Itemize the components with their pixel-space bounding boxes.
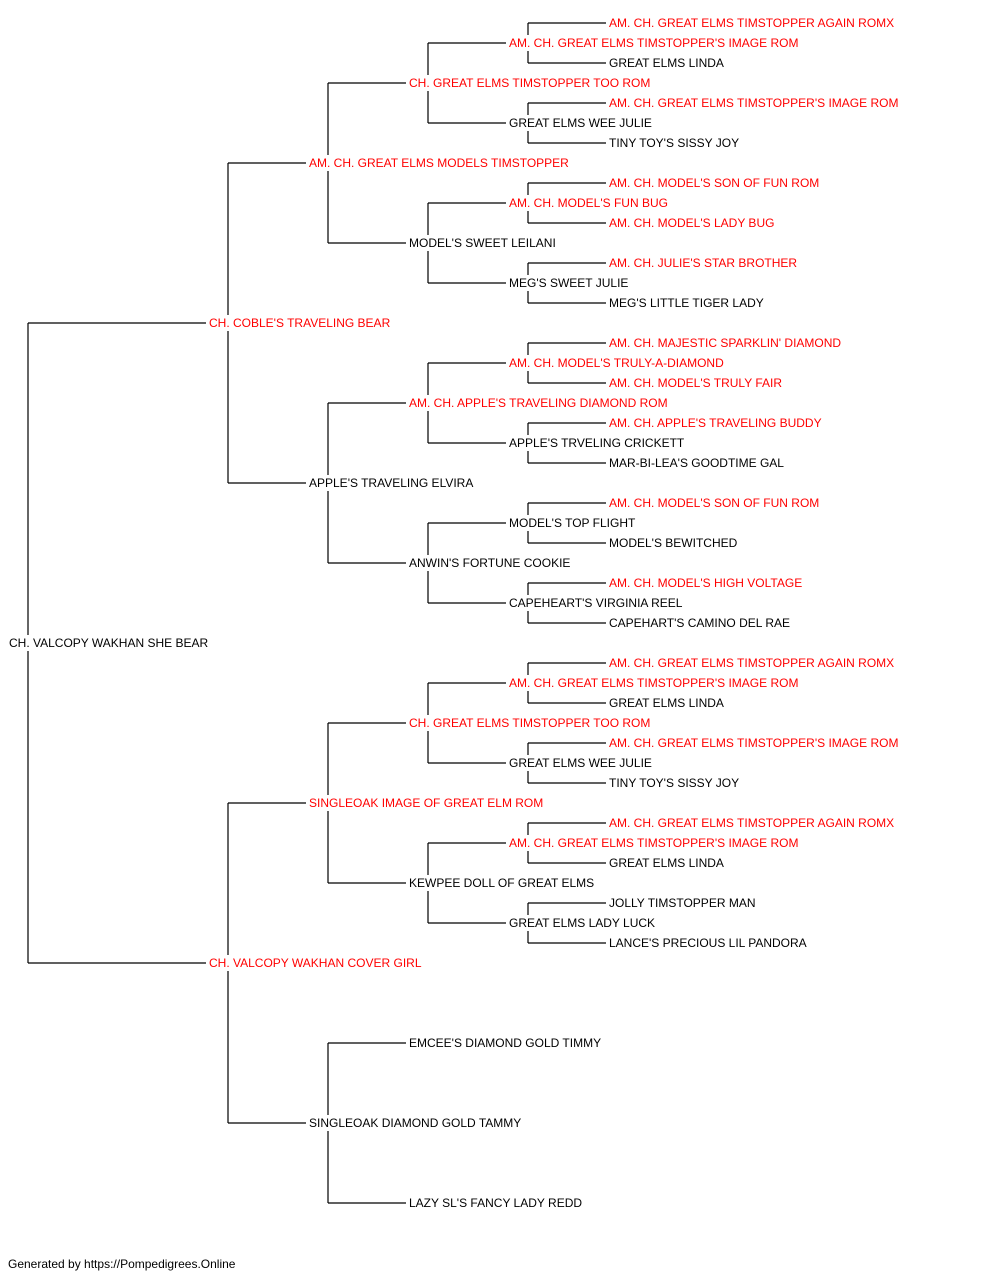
dog-name-gen3: CH. GREAT ELMS TIMSTOPPER TOO ROM (408, 76, 652, 90)
dog-name-gen2: SINGLEOAK IMAGE OF GREAT ELM ROM (308, 796, 545, 810)
dog-name-gen5: AM. CH. JULIE'S STAR BROTHER (608, 256, 799, 270)
dog-name-gen4: CAPEHEART'S VIRGINIA REEL (508, 596, 684, 610)
dog-name-gen5: GREAT ELMS LINDA (608, 856, 725, 870)
dog-name-gen4: AM. CH. GREAT ELMS TIMSTOPPER'S IMAGE RO… (508, 836, 800, 850)
dog-name-gen5: AM. CH. GREAT ELMS TIMSTOPPER'S IMAGE RO… (608, 736, 900, 750)
dog-name-gen5: GREAT ELMS LINDA (608, 696, 725, 710)
dog-name-gen3: AM. CH. APPLE'S TRAVELING DIAMOND ROM (408, 396, 669, 410)
dog-name-gen5: CAPEHART'S CAMINO DEL RAE (608, 616, 791, 630)
dog-name-gen4: AM. CH. GREAT ELMS TIMSTOPPER'S IMAGE RO… (508, 676, 800, 690)
dog-name-gen0: CH. VALCOPY WAKHAN SHE BEAR (8, 636, 210, 650)
dog-name-gen3: EMCEE'S DIAMOND GOLD TIMMY (408, 1036, 603, 1050)
dog-name-gen5: MEG'S LITTLE TIGER LADY (608, 296, 765, 310)
dog-name-gen4: GREAT ELMS LADY LUCK (508, 916, 657, 930)
dog-name-gen2: APPLE'S TRAVELING ELVIRA (308, 476, 475, 490)
dog-name-gen2: SINGLEOAK DIAMOND GOLD TAMMY (308, 1116, 523, 1130)
dog-name-gen5: AM. CH. MODEL'S SON OF FUN ROM (608, 176, 821, 190)
dog-name-gen5: AM. CH. MODEL'S LADY BUG (608, 216, 776, 230)
dog-name-gen4: AM. CH. MODEL'S TRULY-A-DIAMOND (508, 356, 725, 370)
dog-name-gen5: AM. CH. GREAT ELMS TIMSTOPPER AGAIN ROMX (608, 816, 896, 830)
dog-name-gen4: APPLE'S TRVELING CRICKETT (508, 436, 686, 450)
dog-name-gen4: MEG'S SWEET JULIE (508, 276, 630, 290)
dog-name-gen5: AM. CH. MODEL'S HIGH VOLTAGE (608, 576, 804, 590)
dog-name-gen5: JOLLY TIMSTOPPER MAN (608, 896, 757, 910)
dog-name-gen1: CH. VALCOPY WAKHAN COVER GIRL (208, 956, 423, 970)
dog-name-gen5: AM. CH. GREAT ELMS TIMSTOPPER AGAIN ROMX (608, 16, 896, 30)
dog-name-gen4: GREAT ELMS WEE JULIE (508, 756, 653, 770)
dog-name-gen1: CH. COBLE'S TRAVELING BEAR (208, 316, 392, 330)
dog-name-gen5: MODEL'S BEWITCHED (608, 536, 739, 550)
dog-name-gen5: AM. CH. GREAT ELMS TIMSTOPPER'S IMAGE RO… (608, 96, 900, 110)
dog-name-gen4: AM. CH. MODEL'S FUN BUG (508, 196, 669, 210)
dog-name-gen5: GREAT ELMS LINDA (608, 56, 725, 70)
dog-name-gen3: MODEL'S SWEET LEILANI (408, 236, 557, 250)
dog-name-gen3: ANWIN'S FORTUNE COOKIE (408, 556, 572, 570)
dog-name-gen5: AM. CH. APPLE'S TRAVELING BUDDY (608, 416, 823, 430)
dog-name-gen3: LAZY SL'S FANCY LADY REDD (408, 1196, 584, 1210)
dog-name-gen4: AM. CH. GREAT ELMS TIMSTOPPER'S IMAGE RO… (508, 36, 800, 50)
dog-name-gen5: MAR-BI-LEA'S GOODTIME GAL (608, 456, 785, 470)
dog-name-gen5: AM. CH. MAJESTIC SPARKLIN' DIAMOND (608, 336, 843, 350)
dog-name-gen5: AM. CH. MODEL'S TRULY FAIR (608, 376, 783, 390)
dog-name-gen3: CH. GREAT ELMS TIMSTOPPER TOO ROM (408, 716, 652, 730)
dog-name-gen2: AM. CH. GREAT ELMS MODELS TIMSTOPPER (308, 156, 570, 170)
dog-name-gen5: AM. CH. MODEL'S SON OF FUN ROM (608, 496, 821, 510)
dog-name-gen4: GREAT ELMS WEE JULIE (508, 116, 653, 130)
dog-name-gen5: TINY TOY'S SISSY JOY (608, 136, 741, 150)
dog-name-gen5: AM. CH. GREAT ELMS TIMSTOPPER AGAIN ROMX (608, 656, 896, 670)
generated-by-footer: Generated by https://Pompedigrees.Online (8, 1257, 236, 1271)
dog-name-gen3: KEWPEE DOLL OF GREAT ELMS (408, 876, 596, 890)
dog-name-gen5: LANCE'S PRECIOUS LIL PANDORA (608, 936, 808, 950)
dog-name-gen4: MODEL'S TOP FLIGHT (508, 516, 637, 530)
dog-name-gen5: TINY TOY'S SISSY JOY (608, 776, 741, 790)
